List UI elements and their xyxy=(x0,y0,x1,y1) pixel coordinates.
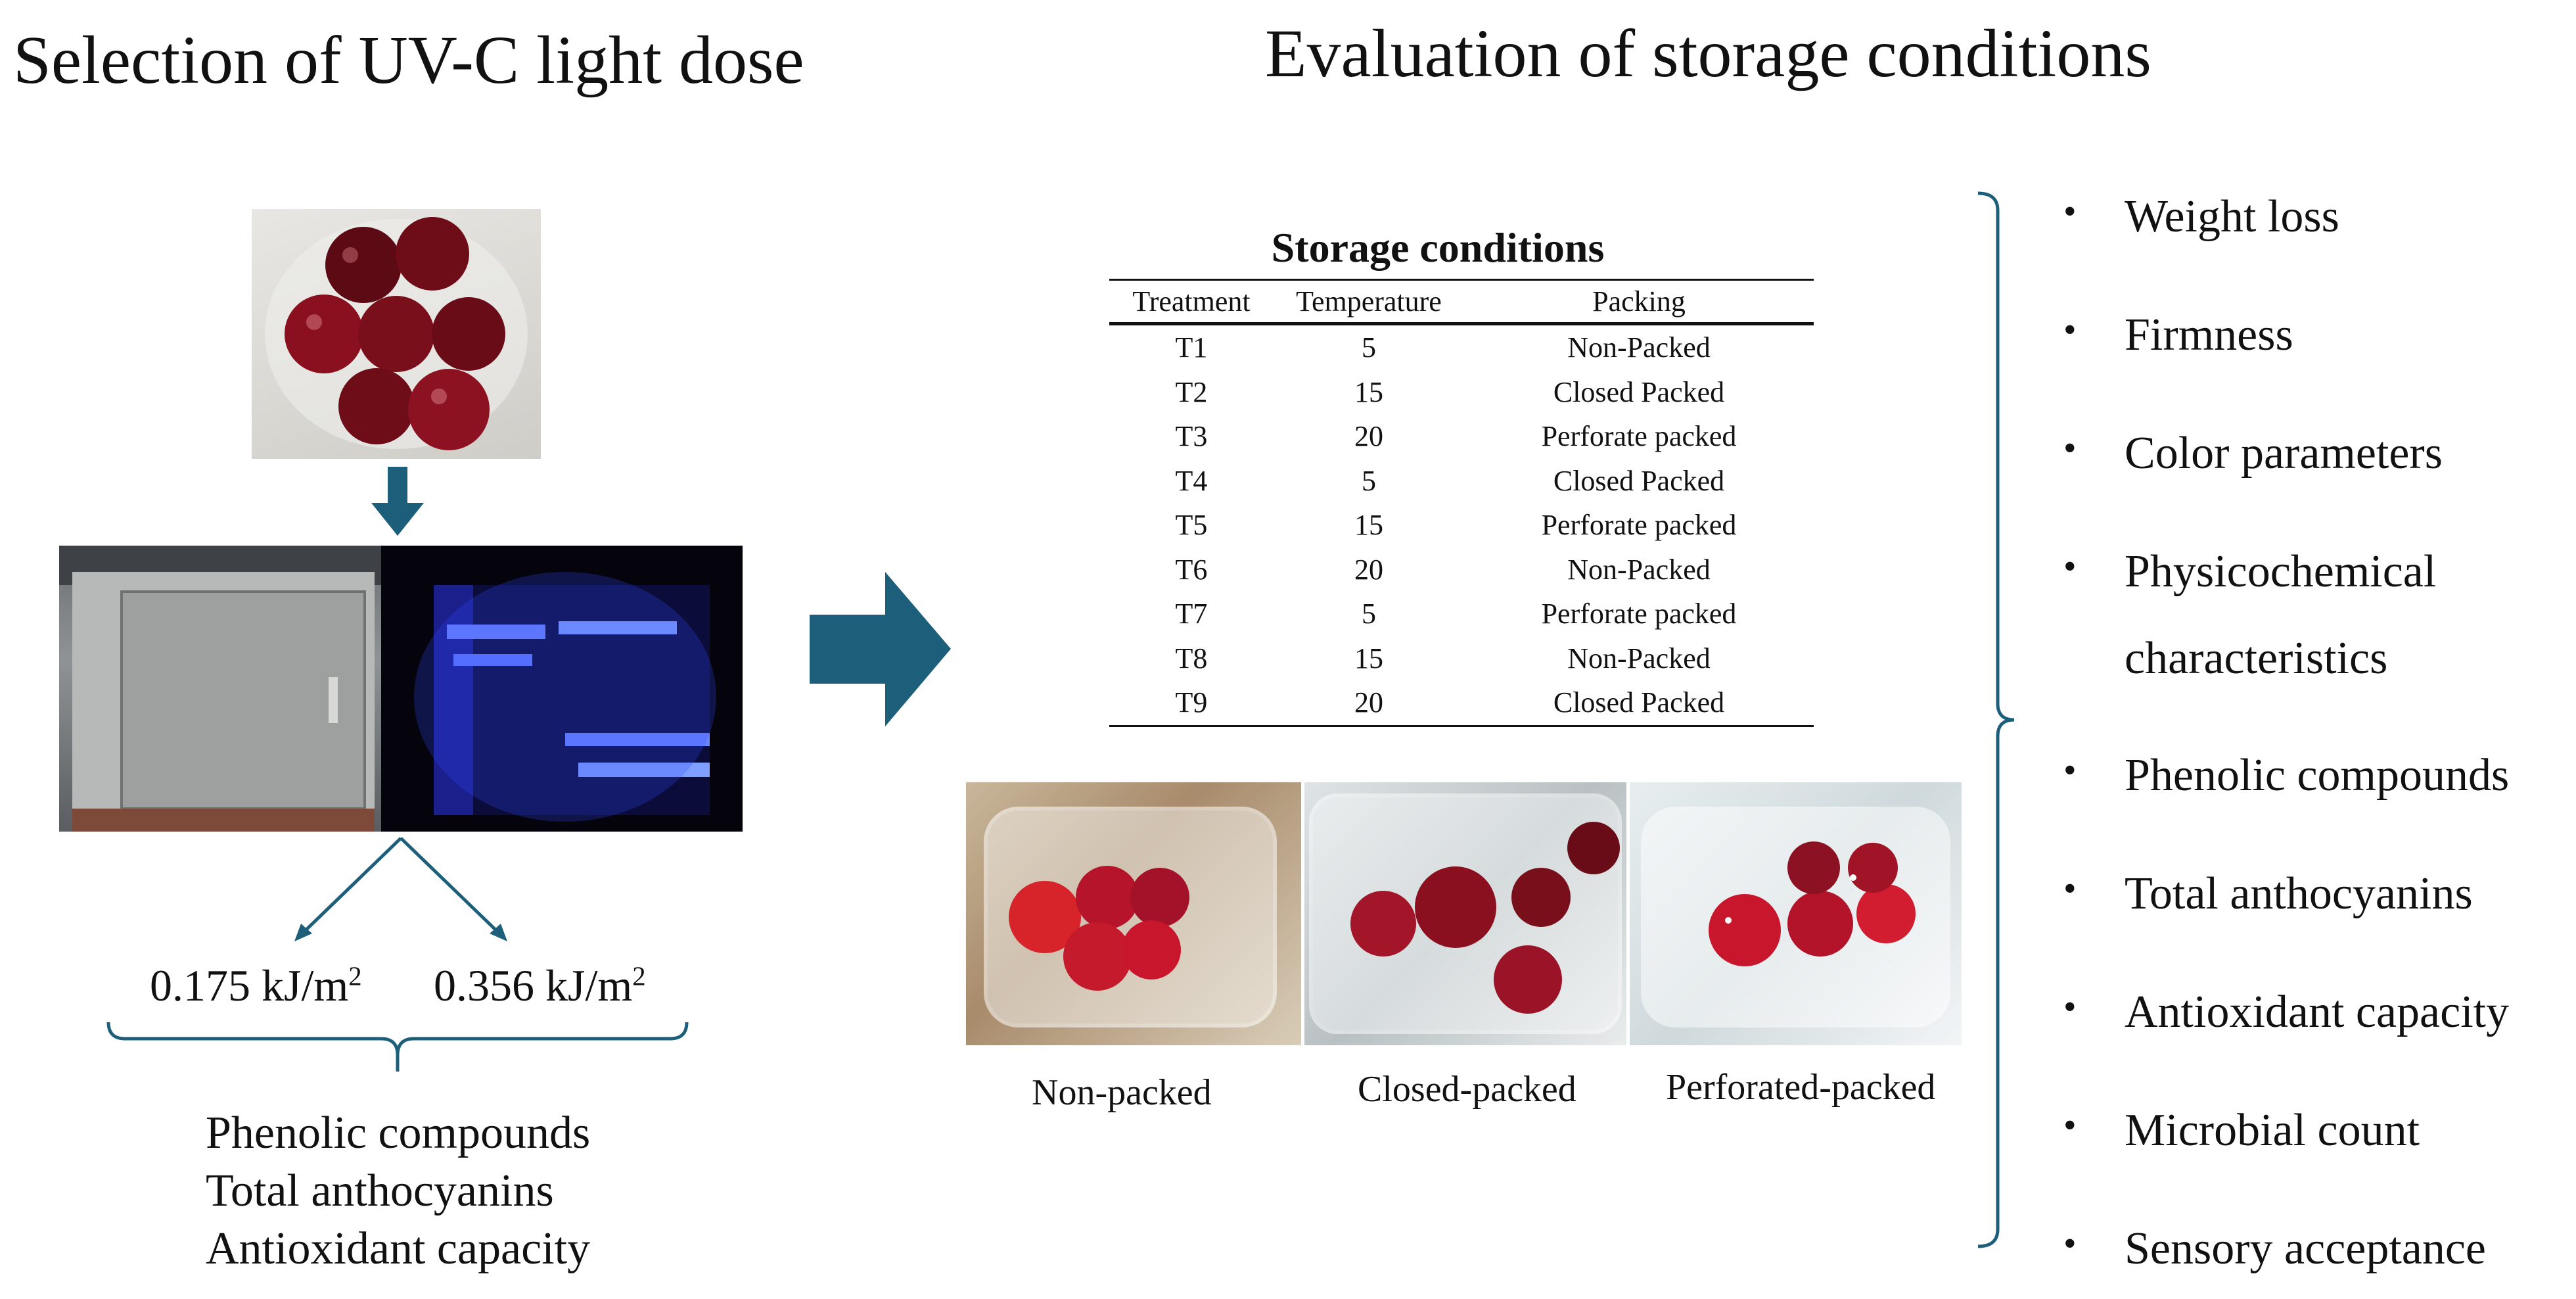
non-packed-photo xyxy=(966,782,1301,1045)
header-packing: Packing xyxy=(1592,285,1686,318)
down-arrow xyxy=(371,467,424,536)
bullet-icon: • xyxy=(2063,868,2077,909)
plums-photo xyxy=(252,209,541,459)
bullet-icon: • xyxy=(2063,191,2077,232)
cell-treatment: T1 xyxy=(1175,331,1208,364)
parameter-label: Firmness xyxy=(2125,310,2293,360)
bullet-icon: • xyxy=(2063,546,2077,587)
left-section-title: Selection of UV-C light dose xyxy=(13,22,804,98)
table-row: T8 15 Non-Packed xyxy=(1109,636,1814,681)
cell-treatment: T3 xyxy=(1175,420,1208,453)
bullet-icon: • xyxy=(2063,428,2077,469)
parameter-label: Total anthocyanins xyxy=(2125,868,2473,919)
cell-treatment: T6 xyxy=(1175,553,1208,586)
cell-temperature: 5 xyxy=(1362,464,1376,497)
table-row: T6 20 Non-Packed xyxy=(1109,548,1814,592)
caption-non-packed: Non-packed xyxy=(1032,1072,1212,1113)
closed-packed-photo xyxy=(1304,782,1626,1045)
measurement-item: Antioxidant capacity xyxy=(206,1223,591,1274)
dose-brace xyxy=(106,1022,689,1072)
parameter-label: Microbial count xyxy=(2125,1105,2420,1156)
cell-treatment: T9 xyxy=(1175,686,1208,719)
cell-packing: Perforate packed xyxy=(1541,420,1737,453)
parameter-label: Weight loss xyxy=(2125,191,2339,242)
cell-packing: Perforate packed xyxy=(1541,598,1737,630)
cell-temperature: 15 xyxy=(1354,375,1383,408)
cell-packing: Non-Packed xyxy=(1567,642,1711,674)
cell-packing: Closed Packed xyxy=(1553,686,1725,719)
cell-temperature: 20 xyxy=(1354,420,1383,453)
bullet-icon: • xyxy=(2063,987,2077,1027)
cell-temperature: 5 xyxy=(1362,598,1376,630)
measurement-item: Total anthocyanins xyxy=(206,1166,554,1216)
cell-packing: Closed Packed xyxy=(1553,464,1725,497)
table-row: T5 15 Perforate packed xyxy=(1109,503,1814,548)
caption-closed-packed: Closed-packed xyxy=(1358,1069,1576,1110)
table-header-row: Treatment Temperature Packing xyxy=(1109,279,1814,324)
parameters-bracket xyxy=(1978,191,2015,1248)
cell-temperature: 5 xyxy=(1362,331,1376,364)
cell-packing: Non-Packed xyxy=(1567,331,1711,364)
table-row: T4 5 Closed Packed xyxy=(1109,459,1814,504)
table-row: T7 5 Perforate packed xyxy=(1109,592,1814,636)
table-row: T1 5 Non-Packed xyxy=(1109,324,1814,370)
parameter-label: Physicochemical xyxy=(2125,546,2437,597)
right-arrow xyxy=(810,572,951,726)
header-temperature: Temperature xyxy=(1296,285,1442,318)
cell-packing: Perforate packed xyxy=(1541,509,1737,542)
measurement-item: Phenolic compounds xyxy=(206,1108,591,1158)
cell-temperature: 20 xyxy=(1354,553,1383,586)
cell-treatment: T7 xyxy=(1175,598,1208,630)
bullet-icon: • xyxy=(2063,1105,2077,1146)
dose-high: 0.356 kJ/m2 xyxy=(434,960,646,1010)
parameter-label: Antioxidant capacity xyxy=(2125,987,2510,1037)
cell-temperature: 15 xyxy=(1354,509,1383,542)
bullet-icon: • xyxy=(2063,310,2077,350)
cell-treatment: T8 xyxy=(1175,642,1208,674)
right-section-title: Evaluation of storage conditions xyxy=(1265,16,2151,91)
parameter-label: Sensory acceptance xyxy=(2125,1223,2486,1274)
table-row: T3 20 Perforate packed xyxy=(1109,414,1814,459)
cell-temperature: 20 xyxy=(1354,686,1383,719)
table-title: Storage conditions xyxy=(1271,224,1605,271)
uv-cabinet-closed-photo xyxy=(59,546,381,832)
uv-measurements-list: Phenolic compounds Total anthocyanins An… xyxy=(206,1104,590,1278)
cell-treatment: T4 xyxy=(1175,464,1208,497)
cell-packing: Closed Packed xyxy=(1553,375,1725,408)
cell-temperature: 15 xyxy=(1354,642,1383,674)
parameter-label: Phenolic compounds xyxy=(2125,750,2510,801)
cell-treatment: T2 xyxy=(1175,375,1208,408)
parameter-label: characteristics xyxy=(2125,633,2388,684)
split-arrows xyxy=(294,837,507,941)
dose-low: 0.175 kJ/m2 xyxy=(150,960,362,1010)
table-row: T2 15 Closed Packed xyxy=(1109,370,1814,415)
bullet-icon: • xyxy=(2063,750,2077,791)
perforated-packed-photo xyxy=(1630,782,1962,1045)
parameter-label: Color parameters xyxy=(2125,428,2443,479)
bullet-icon: • xyxy=(2063,1223,2077,1264)
storage-conditions-table-wrap: Storage conditions Treatment Temperature… xyxy=(1109,224,1814,727)
uv-cabinet-open-photo xyxy=(381,546,743,832)
cell-treatment: T5 xyxy=(1175,509,1208,542)
header-treatment: Treatment xyxy=(1132,285,1251,318)
cell-packing: Non-Packed xyxy=(1567,553,1711,586)
table-row: T9 20 Closed Packed xyxy=(1109,680,1814,726)
caption-perforated-packed: Perforated-packed xyxy=(1666,1067,1936,1108)
